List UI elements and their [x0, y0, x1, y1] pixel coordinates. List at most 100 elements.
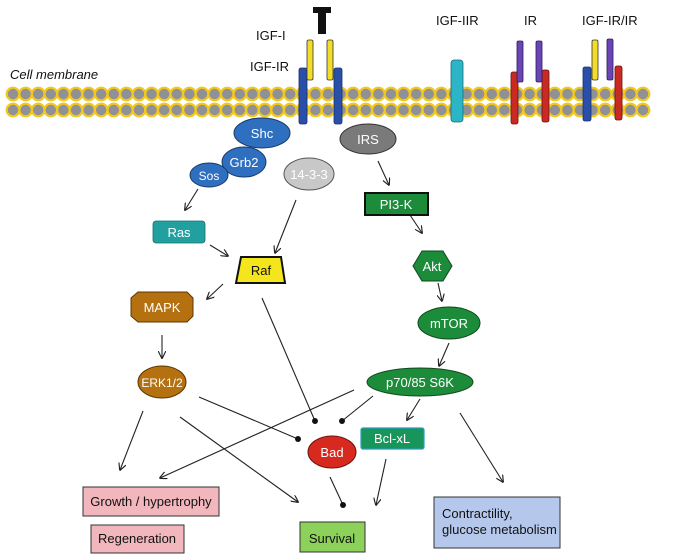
lipid-bead	[68, 102, 84, 118]
survival-label: Survival	[309, 531, 355, 546]
lipid-bead	[207, 102, 223, 118]
lipid-bead	[282, 102, 298, 118]
lipid-bead	[345, 86, 361, 102]
lipid-bead	[131, 86, 147, 102]
lipid-bead	[43, 102, 59, 118]
lipid-bead	[106, 102, 122, 118]
growth-label: Growth / hypertrophy	[90, 494, 212, 509]
lipid-bead	[56, 86, 71, 102]
lipid-bead	[396, 102, 412, 118]
edge-erk-growth	[120, 410, 144, 470]
lipid-bead	[244, 86, 260, 102]
lipid-bead	[471, 102, 487, 118]
lipid-bead	[560, 102, 575, 118]
lipid-bead	[43, 86, 59, 102]
lipid-bead	[244, 102, 260, 118]
node-14-3-3: 14-3-3	[283, 157, 335, 191]
shc-label: Shc	[251, 126, 274, 141]
cell-membrane	[5, 86, 651, 118]
lipid-bead	[421, 102, 437, 118]
igf-ir-label: IGF-IR	[250, 59, 289, 74]
lipid-bead	[194, 86, 210, 102]
edge-s6k-bclxl	[407, 398, 421, 420]
node-mapk: MAPK	[130, 291, 194, 323]
pi3k-label: PI3-K	[380, 197, 413, 212]
lipid-bead	[106, 86, 122, 102]
cell-membrane-label: Cell membrane	[10, 67, 98, 82]
lipid-bead	[169, 102, 185, 118]
grb2-label: Grb2	[230, 155, 259, 170]
lipid-bead	[497, 102, 512, 118]
mapk-label: MAPK	[144, 300, 181, 315]
lipid-bead	[597, 102, 613, 118]
lipid-bead	[345, 102, 361, 118]
edge-erk-survival	[179, 416, 298, 502]
lipid-bead	[282, 86, 298, 102]
igf-iir-receptor	[450, 59, 464, 123]
lipid-bead	[207, 86, 223, 102]
lipid-bead	[547, 86, 563, 102]
lipid-bead	[547, 102, 563, 118]
lipid-bead	[93, 102, 109, 118]
edge-ras-raf	[209, 244, 228, 256]
node-mtor: mTOR	[417, 306, 481, 340]
contractility-label-line2: glucose metabolism	[442, 522, 557, 537]
lipid-bead	[497, 86, 512, 102]
contractility-label-line1: Contractility,	[442, 506, 513, 521]
lipid-bead	[30, 86, 46, 102]
node-pi3k: PI3-K	[364, 192, 429, 216]
edge-raf-mapk	[207, 283, 224, 299]
lipid-bead	[93, 86, 109, 102]
lipid-bead	[181, 86, 197, 102]
raf-label: Raf	[251, 263, 272, 278]
edge-erk-bad	[198, 396, 301, 442]
lipid-bead	[320, 86, 336, 102]
mtor-label: mTOR	[430, 316, 468, 331]
edge-1433-raf	[275, 199, 297, 253]
ras-label: Ras	[167, 225, 191, 240]
lipid-bead	[522, 86, 537, 102]
lipid-bead	[5, 86, 21, 102]
sos-label: Sos	[199, 169, 220, 183]
node-ras: Ras	[152, 220, 206, 244]
lipid-bead	[56, 102, 71, 118]
edge-s6k-growth	[160, 389, 355, 478]
lipid-bead	[408, 86, 424, 102]
lipid-bead	[68, 86, 84, 102]
lipid-bead	[320, 102, 336, 118]
lipid-bead	[484, 86, 500, 102]
lipid-bead	[434, 102, 449, 118]
lipid-bead	[383, 86, 399, 102]
akt-label: Akt	[423, 259, 442, 274]
14-3-3-label: 14-3-3	[290, 167, 328, 182]
lipid-bead	[81, 102, 96, 118]
node-s6k: p70/85 S6K	[366, 367, 474, 397]
lipid-bead	[144, 86, 160, 102]
igf-ir-ir-label: IGF-IR/IR	[582, 13, 638, 28]
lipid-bead	[358, 102, 374, 118]
lipid-bead	[156, 102, 172, 118]
regeneration-label: Regeneration	[98, 531, 176, 546]
edge-s6k-bad	[339, 395, 374, 424]
lipid-bead	[81, 86, 96, 102]
outcome-growth: Growth / hypertrophy	[82, 486, 220, 517]
bclxl-label: Bcl-xL	[374, 431, 410, 446]
edge-akt-mtor	[438, 282, 442, 301]
node-akt: Akt	[412, 250, 453, 282]
edge-sos-ras	[185, 188, 199, 210]
igf-ir-receptor	[298, 39, 343, 125]
lipid-bead	[219, 86, 235, 102]
lipid-bead	[181, 102, 197, 118]
lipid-bead	[522, 102, 537, 118]
ir-label: IR	[524, 13, 537, 28]
lipid-bead	[18, 102, 33, 118]
lipid-bead	[308, 86, 323, 102]
node-shc: Shc	[233, 117, 291, 149]
lipid-bead	[194, 102, 210, 118]
lipid-bead	[308, 102, 323, 118]
lipid-bead	[118, 102, 134, 118]
node-erk: ERK1/2	[137, 365, 187, 399]
s6k-label: p70/85 S6K	[386, 375, 454, 390]
lipid-bead	[358, 86, 374, 102]
node-sos: Sos	[189, 162, 229, 188]
